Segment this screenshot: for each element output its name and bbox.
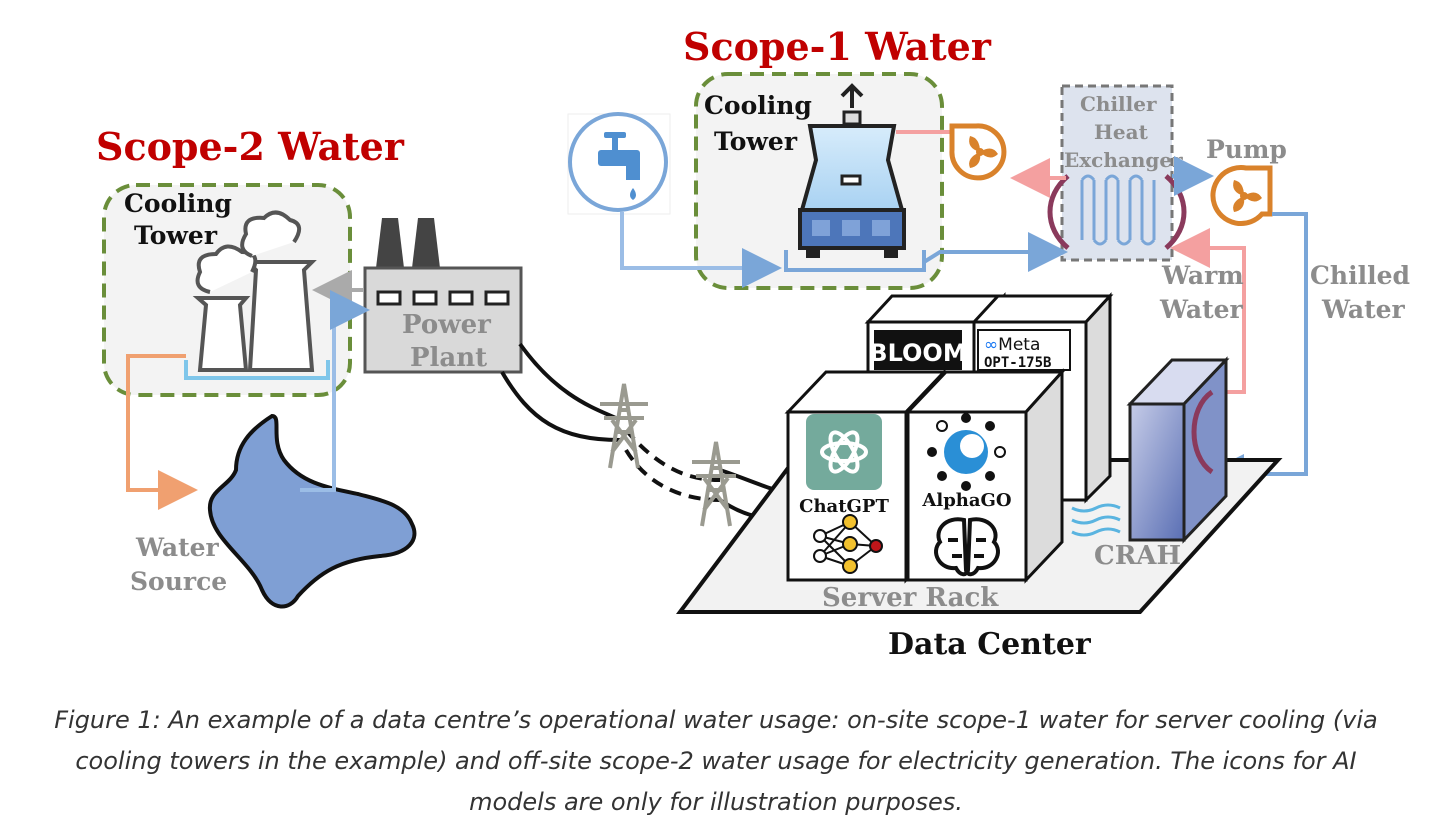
scope2-water-basin: [184, 360, 330, 380]
scope1-title: Scope-1 Water: [683, 24, 992, 69]
fan-pump-icon: [949, 123, 1007, 181]
chiller-coil: [1080, 174, 1156, 246]
water-usage-diagram: Scope-2 Water Cooling Tower Power Plant …: [96, 24, 1419, 662]
pump-label: Pump: [1206, 135, 1287, 164]
brain-icon: [934, 517, 1000, 577]
meta-logo: ∞Meta: [984, 335, 1040, 355]
bloom-logo: BLOOM: [869, 339, 966, 367]
chatgpt-logo-box: [806, 414, 882, 490]
transmission-tower-icon: [692, 441, 740, 527]
caption-line-2: cooling towers in the example) and off-s…: [75, 747, 1357, 775]
airflow-icon: [1071, 503, 1121, 537]
power-plant-icon: [363, 218, 523, 374]
cooling-tower-icon: [798, 83, 906, 258]
scope2-title: Scope-2 Water: [96, 124, 405, 169]
faucet-shape: [598, 132, 640, 200]
alphago-label: AlphaGO: [921, 490, 1011, 511]
tower-to-chiller-pipe: [922, 232, 1068, 272]
server-rack-icon: [784, 368, 1066, 584]
lake-icon: [207, 413, 417, 609]
scope2-supply-pipe: [300, 290, 370, 492]
figure-caption: Figure 1: An example of a data centre’s …: [20, 700, 1412, 823]
water-source-label: Water Source: [130, 533, 227, 596]
alphago-logo: [927, 413, 1006, 491]
scope2-cooling-tower-label: Cooling Tower: [124, 189, 241, 250]
server-rack-label: Server Rack: [822, 583, 999, 613]
fan-pump-icon: [1210, 165, 1273, 226]
caption-line-3: models are only for illustration purpose…: [469, 788, 963, 816]
makeup-water-pipe: [620, 212, 782, 288]
bloom-logo-box: [874, 330, 962, 370]
caption-line-1: Figure 1: An example of a data centre’s …: [54, 706, 1378, 734]
chiller-label: Chiller Heat Exchanger: [1064, 92, 1183, 172]
data-center-title: Data Center: [888, 627, 1092, 662]
crah-label: CRAH: [1094, 541, 1181, 571]
scope1-cooling-tower-label: Cooling Tower: [704, 91, 821, 156]
warm-water-label: Warm Water: [1159, 261, 1252, 324]
chatgpt-logo: [820, 430, 868, 474]
crah-unit: [1126, 356, 1230, 544]
transmission-tower-icon: [600, 383, 648, 469]
opt-label: OPT-175B: [984, 355, 1051, 371]
power-lines: [500, 342, 793, 521]
chilled-water-label: Chilled Water: [1310, 261, 1419, 324]
power-plant-label: Power Plant: [402, 310, 500, 373]
meta-logo-box: [977, 329, 1071, 371]
neural-network-icon: [813, 514, 883, 574]
cooling-tower-icon: [192, 210, 317, 372]
chatgpt-label: ChatGPT: [799, 496, 889, 517]
scope2-return-pipe: [126, 354, 198, 510]
